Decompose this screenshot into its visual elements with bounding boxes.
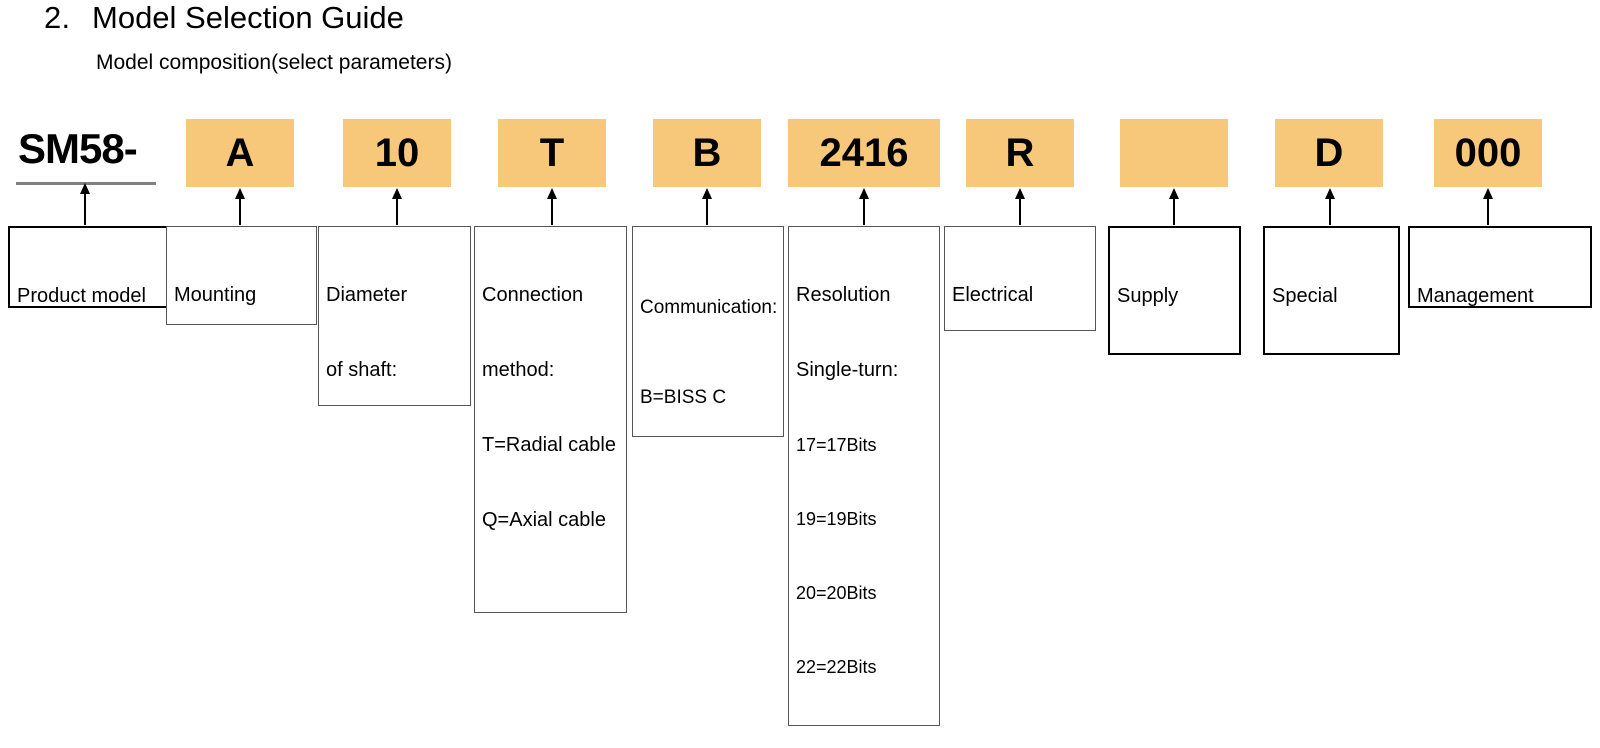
desc-line: 17=17Bits <box>796 435 877 455</box>
chip-electrical-interface[interactable]: R <box>966 119 1074 187</box>
desc-special-requirement: Special requirement: Blank=2 D=IP65 <box>1263 226 1400 355</box>
chip-special-requirement[interactable]: D <box>1275 119 1383 187</box>
desc-line: 22=22Bits <box>796 657 877 677</box>
chip-resolution[interactable]: 2416 <box>788 119 940 187</box>
chip-shaft-diameter[interactable]: 10 <box>343 119 451 187</box>
desc-line: 20=20Bits <box>796 583 877 603</box>
desc-line: Electrical <box>952 284 1034 306</box>
desc-line: Supply <box>1117 285 1179 307</box>
desc-management-no: Management No. <box>1408 226 1592 308</box>
desc-line: Special <box>1272 285 1338 307</box>
desc-line: Resolution <box>796 284 891 306</box>
desc-supply-voltage: Supply voltage: Blank=DC5V H=DC8-30V <box>1108 226 1241 355</box>
desc-line: B=BISS C <box>640 387 727 408</box>
desc-product-model-series: Product model series <box>8 226 168 308</box>
desc-line: Management <box>1417 285 1534 307</box>
desc-line: Product model <box>17 285 146 307</box>
heading-number: 2. <box>44 0 71 35</box>
desc-line: 19=19Bits <box>796 509 877 529</box>
desc-line: Diameter <box>326 284 408 306</box>
desc-line: Communication: <box>640 297 778 318</box>
desc-line: Single-turn: <box>796 359 899 381</box>
desc-line: Mounting <box>174 284 257 306</box>
chip-communication[interactable]: B <box>653 119 761 187</box>
desc-line: Q=Axial cable <box>482 509 606 531</box>
desc-mounting-flange: Mounting flange: 1. A/B/C/D <box>166 226 317 325</box>
desc-connection-method: Connection method: T=Radial cable Q=Axia… <box>474 226 627 613</box>
desc-communication: Communication: B=BISS C (Binary) S=SSI (… <box>632 226 784 437</box>
desc-line-spacer <box>482 583 620 608</box>
desc-line: Connection <box>482 284 584 306</box>
desc-line: method: <box>482 359 555 381</box>
page-subtitle: Model composition(select parameters) <box>96 51 452 74</box>
chip-management-no[interactable]: 000 <box>1434 119 1542 187</box>
page-title: Model Selection Guide <box>92 0 404 35</box>
desc-line: T=Radial cable <box>482 434 616 456</box>
chip-connection-method[interactable]: T <box>498 119 606 187</box>
desc-resolution: Resolution Single-turn: 17=17Bits 19=19B… <box>788 226 940 726</box>
chip-mounting-flange[interactable]: A <box>186 119 294 187</box>
desc-line: of shaft: <box>326 359 398 381</box>
model-series-label: SM58- <box>18 125 138 172</box>
chip-supply-voltage[interactable] <box>1120 119 1228 187</box>
desc-electrical-interface: Electrical interface: R=RS-485 <box>944 226 1096 331</box>
desc-shaft-diameter: Diameter of shaft: (Solid hole) 6=Ø6mm 8… <box>318 226 471 406</box>
